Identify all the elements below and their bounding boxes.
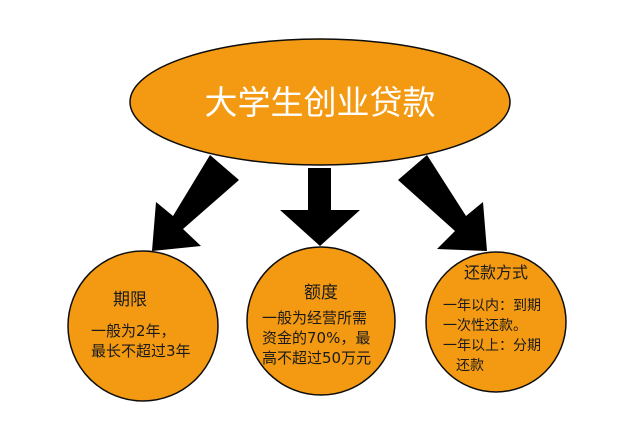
- repayment-line: 一年以内：到期: [443, 298, 541, 314]
- arrow-down-icon: [280, 168, 360, 246]
- amount-circle: [246, 246, 396, 396]
- term-circle: [67, 250, 219, 402]
- arrow-right-icon: [398, 155, 487, 251]
- term-node: 期限 一般为2年， 最长不超过3年: [67, 250, 219, 402]
- repayment-line: 一次性还款。: [443, 318, 527, 334]
- title-ellipse: [129, 38, 511, 166]
- amount-heading: 额度: [304, 283, 338, 303]
- term-line: 最长不超过3年: [91, 342, 191, 360]
- diagram-title: 大学生创业贷款: [205, 83, 436, 122]
- amount-line: 资金的70%，最: [262, 329, 370, 347]
- amount-line: 一般为经营所需: [262, 309, 367, 327]
- repayment-line: 还款: [456, 358, 484, 374]
- amount-node: 额度 一般为经营所需 资金的70%，最 高不超过50万元: [246, 246, 396, 396]
- repayment-node: 还款方式 一年以内：到期 一次性还款。 一年以上：分期 还款: [425, 251, 567, 393]
- term-heading: 期限: [113, 290, 147, 310]
- amount-line: 高不超过50万元: [262, 349, 371, 367]
- repayment-line: 一年以上：分期: [443, 338, 541, 354]
- repayment-circle: [425, 251, 567, 393]
- arrow-left-icon: [152, 155, 239, 251]
- repayment-heading: 还款方式: [464, 263, 528, 282]
- term-line: 一般为2年，: [91, 322, 176, 340]
